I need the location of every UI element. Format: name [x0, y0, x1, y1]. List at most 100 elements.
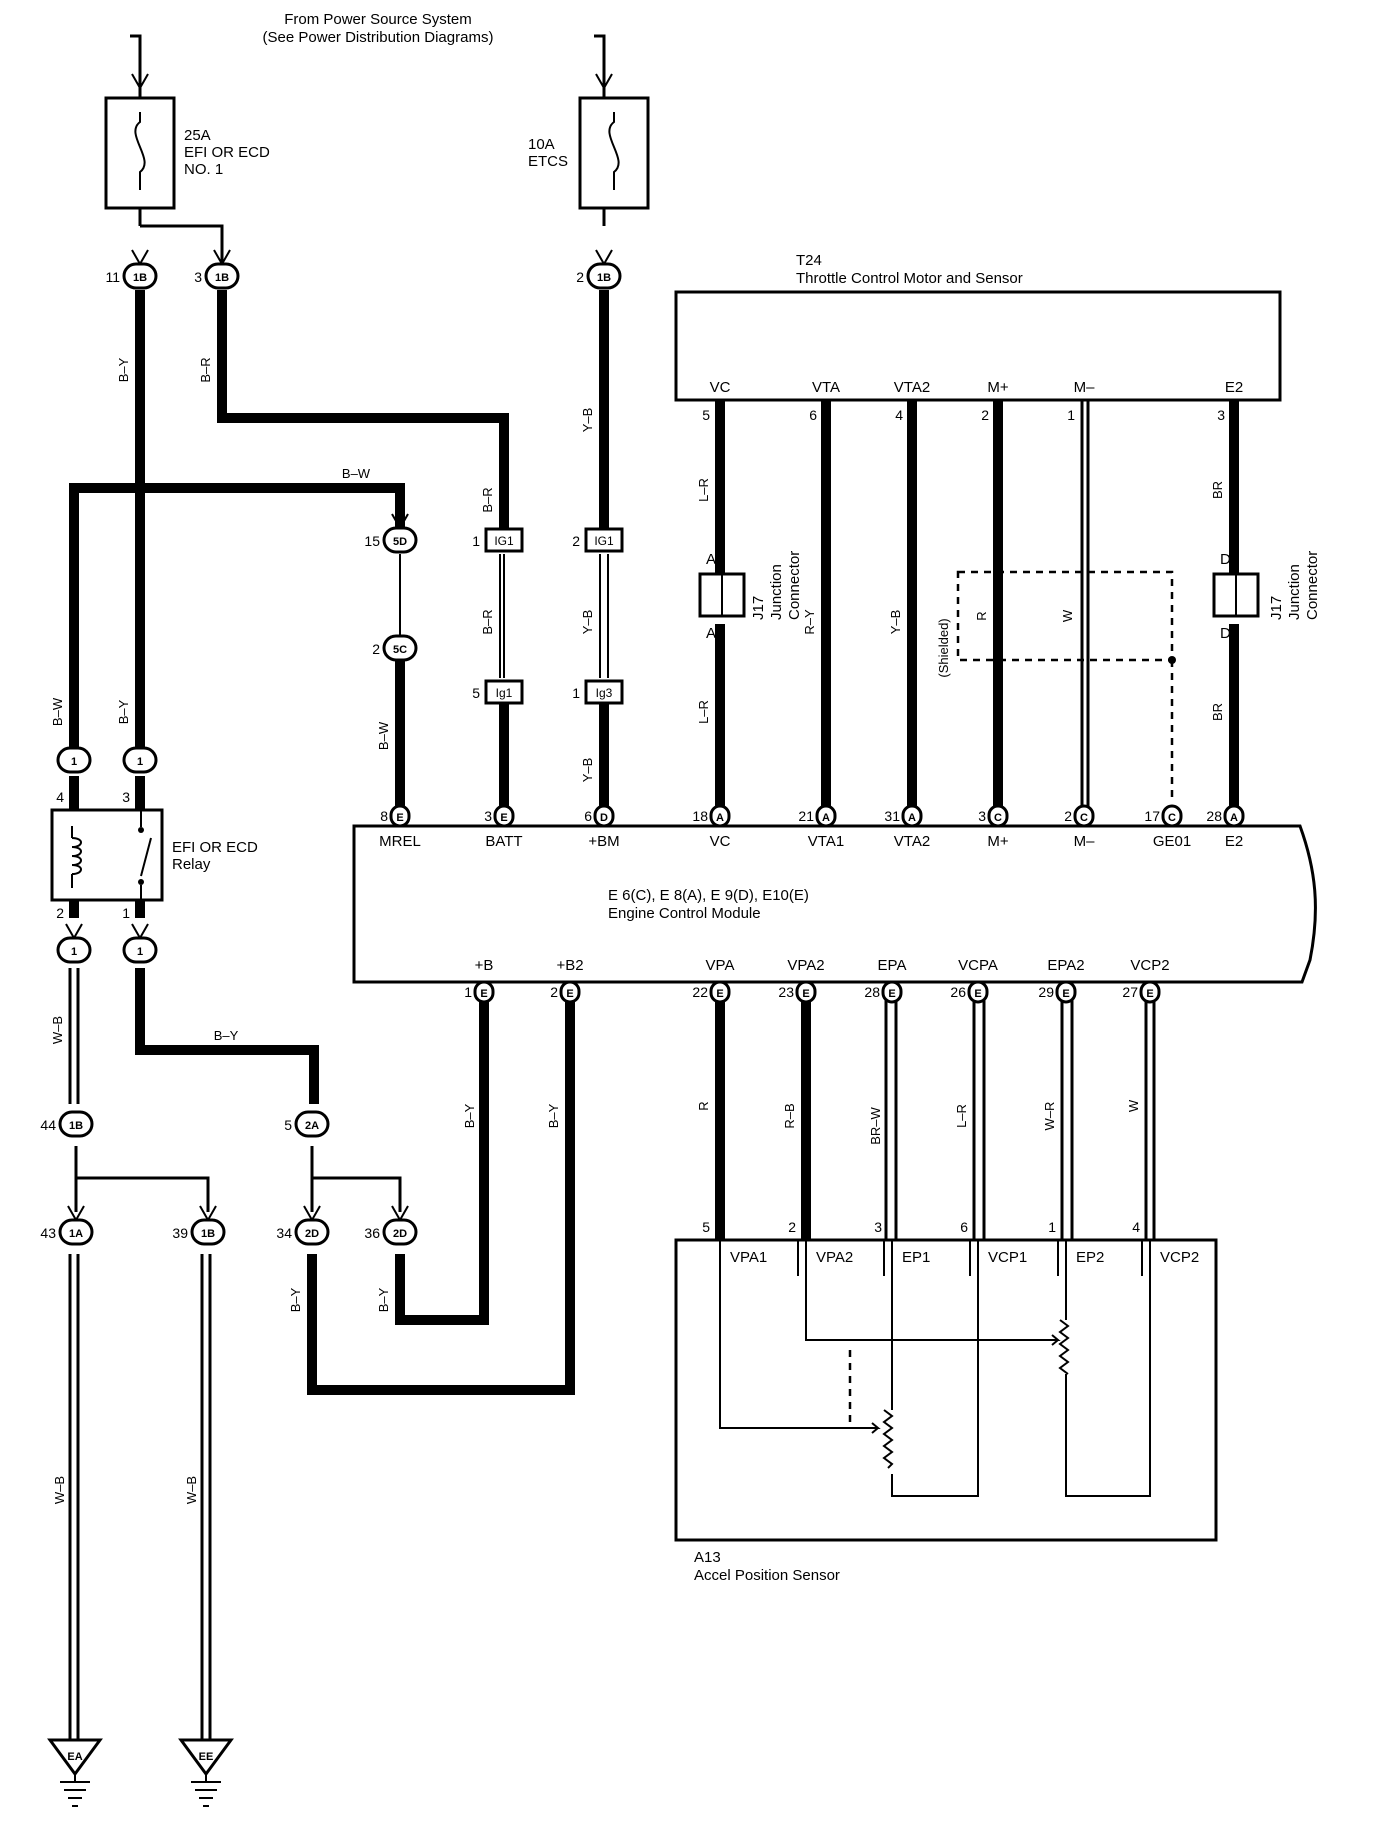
- ecm-top-pin-conn: A: [822, 812, 830, 824]
- wire-color-label: Y–B: [580, 758, 595, 783]
- connector-1: 1: [56, 923, 92, 964]
- ecm-top-pins: E8MRELE3BATTD6+BMA18VCA21VTA1A31VTA2C3M+…: [379, 804, 1245, 850]
- relay-box: [50, 808, 164, 902]
- header-line1: From Power Source System: [284, 11, 472, 28]
- wire-color-label: B–Y: [462, 1103, 477, 1128]
- throttle-pin-num-vta2: 4: [895, 407, 903, 423]
- ecm-top-pin-conn: A: [908, 812, 916, 824]
- wire-color-label: W: [1126, 1099, 1141, 1112]
- wire-color-label: R: [696, 1101, 711, 1110]
- accel-pin-label: VPA1: [730, 1249, 767, 1266]
- connector-num: 15: [364, 533, 380, 549]
- connector-code: 1B: [69, 1120, 83, 1132]
- ecm-box: [352, 824, 1317, 984]
- svg-text:B–R: B–R: [198, 357, 213, 382]
- wire-color-label: B–Y: [288, 1287, 303, 1312]
- connector-num: 11: [105, 269, 120, 285]
- wire-color-label-by3: B–Y: [214, 1028, 239, 1043]
- connector-code: 1B: [597, 272, 611, 284]
- j17-left-line2: Connector: [786, 551, 803, 620]
- connector-num: 34: [276, 1225, 292, 1241]
- svg-text:B–W: B–W: [50, 697, 65, 726]
- svg-text:R–B: R–B: [782, 1103, 797, 1128]
- connector-code: 1: [137, 756, 143, 768]
- wire-color-label: Y–B: [580, 610, 595, 635]
- ecm-top-pin-num: 3: [978, 808, 986, 824]
- ecm-bottom-pin-label: +B2: [556, 957, 583, 974]
- ecm-bottom-pin-conn: E: [974, 988, 981, 1000]
- accel-pin-num: 2: [788, 1219, 796, 1235]
- ecm-bottom-pin-conn: E: [716, 988, 723, 1000]
- feed-line-etcs: [594, 34, 606, 88]
- connector-5c: 5C2: [372, 634, 418, 662]
- ecm-top-pin-num: 6: [584, 808, 592, 824]
- svg-text:B–Y: B–Y: [288, 1287, 303, 1312]
- ecm-top-pin-conn: E: [500, 812, 507, 824]
- wire-color-label: B–Y: [376, 1287, 391, 1312]
- wire-color-label: B–W: [376, 721, 391, 750]
- connector-num: 1: [572, 685, 580, 701]
- ecm-bottom-pin-conn: E: [1146, 988, 1153, 1000]
- j17-left-pin-a-bottom: A: [706, 625, 716, 642]
- ecm-top-pin-num: 2: [1064, 808, 1072, 824]
- wire-color-label: B–R: [480, 487, 495, 512]
- wire-color-label-bw1: B–W: [342, 466, 371, 481]
- wire-color-label: (Shielded): [936, 618, 951, 677]
- ecm-bottom-pin-label: EPA2: [1047, 957, 1084, 974]
- connector-code: 2A: [305, 1120, 319, 1132]
- wire-color-label: R–Y: [802, 609, 817, 635]
- svg-text:B–Y: B–Y: [116, 699, 131, 724]
- accel-name: Accel Position Sensor: [694, 1567, 840, 1584]
- svg-text:B–Y: B–Y: [116, 357, 131, 382]
- svg-text:B–W: B–W: [376, 721, 391, 750]
- ecm-top-pin: C3M+: [978, 804, 1009, 850]
- throttle-sensor-box: [674, 290, 1282, 402]
- ecm-top-pin-label: GE01: [1153, 833, 1191, 850]
- throttle-pin-label-vta2: VTA2: [894, 379, 930, 396]
- ground-ee: [178, 1738, 234, 1807]
- ecm-top-pin-conn: C: [1168, 812, 1176, 824]
- relay-pin-2: 2: [56, 905, 64, 921]
- ecm-top-pin-conn: A: [1230, 812, 1238, 824]
- connector-code: 2D: [393, 1228, 407, 1240]
- wire-color-label: B–W: [50, 697, 65, 726]
- wire-color-label: B–Y: [116, 357, 131, 382]
- svg-text:Y–B: Y–B: [888, 610, 903, 635]
- svg-text:W–B: W–B: [50, 1016, 65, 1044]
- throttle-name: Throttle Control Motor and Sensor: [796, 270, 1023, 287]
- ecm-bottom-pin-label: VCP2: [1130, 957, 1169, 974]
- ecm-top-pin-label: MREL: [379, 833, 421, 850]
- ecm-top-pin-conn: C: [994, 812, 1002, 824]
- j17-right-line1: Junction: [1286, 564, 1303, 620]
- fuse-etcs-amp: 10A: [528, 136, 555, 153]
- svg-text:Y–B: Y–B: [580, 610, 595, 635]
- ecm-top-pin: D6+BM: [584, 804, 620, 850]
- ecm-bottom-pin-label: VCPA: [958, 957, 998, 974]
- ground-ea-label: EA: [67, 1751, 82, 1763]
- wire-color-label: B–Y: [116, 699, 131, 724]
- throttle-pin-num-mminus: 1: [1067, 407, 1075, 423]
- ecm-bottom-pin-label: VPA2: [787, 957, 824, 974]
- svg-text:BR: BR: [1210, 703, 1225, 721]
- accel-pin-label: EP2: [1076, 1249, 1104, 1266]
- ecm-top-pin-conn: A: [716, 812, 724, 824]
- wiring: [68, 224, 1239, 1740]
- svg-text:B–R: B–R: [480, 609, 495, 634]
- throttle-pin-label-mminus: M–: [1074, 379, 1095, 396]
- ecm-bottom-pin-label: VPA: [706, 957, 735, 974]
- ecm-top-pin-num: 8: [380, 808, 388, 824]
